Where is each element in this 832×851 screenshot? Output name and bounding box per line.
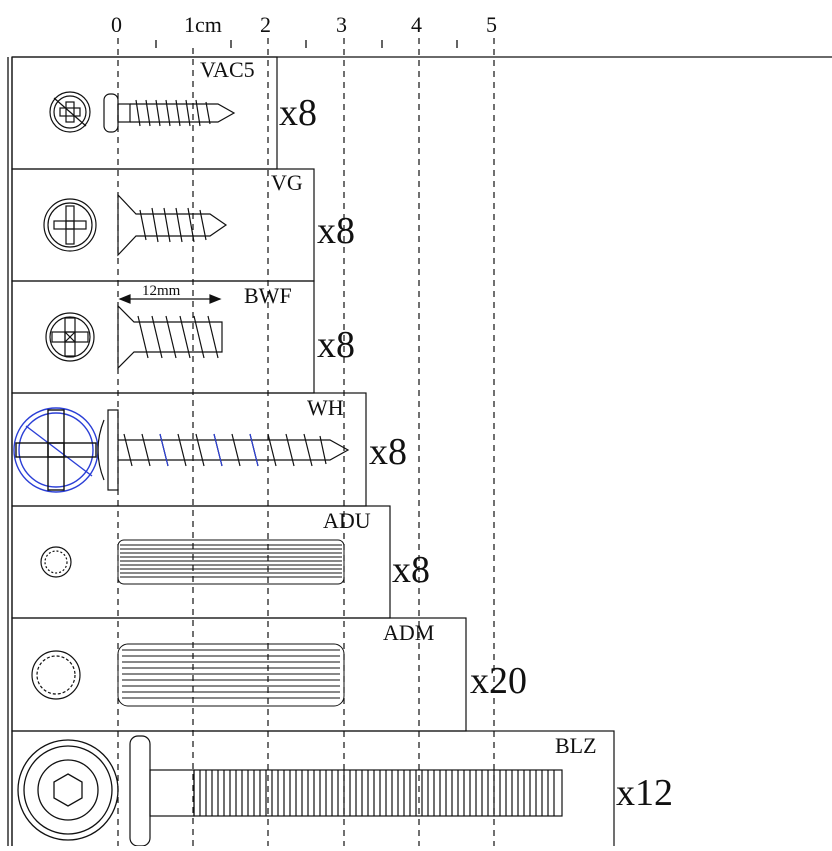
adm-end-view (31, 650, 81, 700)
item-code-adm: ADM (383, 620, 435, 645)
adm-dowel-side (117, 643, 345, 707)
item-qty-blz: x12 (616, 772, 673, 814)
blz-bolt-side (129, 735, 563, 847)
ruler-label-5: 5 (486, 12, 497, 37)
item-qty-wh: x8 (369, 431, 407, 473)
ruler-label-1cm: 1cm (184, 12, 222, 37)
ruler (12, 40, 832, 58)
wh-head-view (13, 407, 99, 493)
item-code-bwf: BWF (244, 283, 292, 308)
wh-screw-side (97, 409, 350, 491)
vg-head-view (43, 198, 97, 252)
item-code-vac5: VAC5 (200, 57, 255, 82)
item-qty-adu: x8 (392, 549, 430, 591)
item-code-blz: BLZ (555, 733, 597, 758)
bwf-dimension (118, 294, 222, 304)
adu-dowel-side (117, 539, 345, 585)
bwf-dimension-label: 12mm (142, 283, 181, 299)
item-code-wh: WH (307, 395, 344, 420)
ruler-label-0: 0 (111, 12, 122, 37)
adu-end-view (40, 546, 72, 578)
item-code-adu: ADU (323, 508, 371, 533)
box-blz (11, 730, 615, 851)
item-code-vg: VG (271, 170, 303, 195)
ruler-label-3: 3 (336, 12, 347, 37)
vac5-head-view (49, 91, 91, 133)
item-qty-adm: x20 (470, 660, 527, 702)
vac5-screw-side (103, 93, 236, 133)
bwf-screw-side (117, 304, 223, 370)
item-qty-vg: x8 (317, 210, 355, 252)
cm-guides (117, 38, 495, 846)
ruler-label-4: 4 (411, 12, 422, 37)
blz-head-view (17, 739, 119, 841)
vg-screw-side (117, 193, 228, 257)
bwf-head-view (45, 312, 95, 362)
ruler-label-2: 2 (260, 12, 271, 37)
item-qty-bwf: x8 (317, 324, 355, 366)
box-vg (11, 168, 315, 282)
item-qty-vac5: x8 (279, 92, 317, 134)
item-boxes (11, 56, 615, 851)
